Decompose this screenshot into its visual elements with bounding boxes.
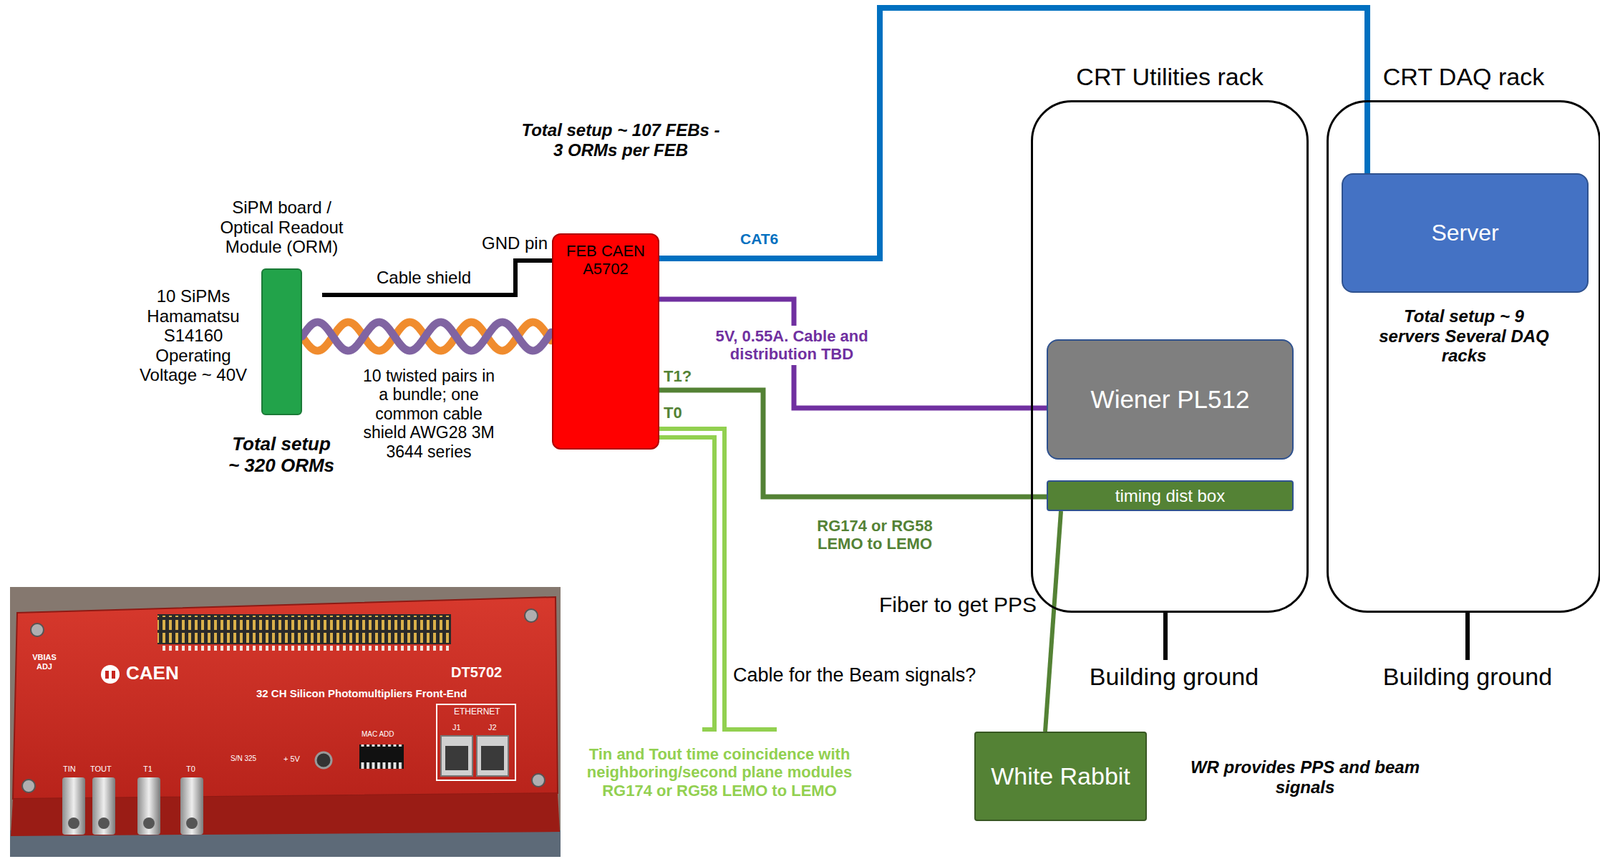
dip-levers — [359, 744, 404, 769]
cable-label: RG174 or RG58 LEMO to LEMO — [803, 516, 947, 554]
cable-label: 5V, 0.55A. Cable and distribution TBD — [677, 325, 907, 366]
ethernet-port — [476, 735, 509, 777]
screw — [22, 779, 36, 793]
box-text: Wiener PL512 — [1091, 385, 1250, 414]
lemo-socket — [98, 817, 110, 829]
sipm-board: SiPM board / Optical Readout Module (ORM… — [261, 268, 303, 416]
white-rabbit-box: White Rabbit — [974, 731, 1147, 822]
tin-tout-cable — [659, 437, 715, 730]
cable-label: CAT6 — [740, 230, 779, 248]
timing-box: timing dist box — [1046, 480, 1294, 512]
box-text: Server — [1431, 219, 1499, 247]
purple-wire — [302, 322, 552, 351]
power-connector — [315, 752, 332, 769]
heading-text: SiPM board / Optical Readout Module (ORM… — [214, 197, 351, 258]
connector-label: TOUT — [90, 764, 112, 774]
model-label: DT5702 — [451, 664, 502, 681]
cable-label: Fiber to get PPS — [879, 592, 1037, 618]
box-text: FEB CAEN A5702 — [556, 241, 655, 279]
lemo-connector — [137, 777, 161, 835]
ground-label: Building ground — [1383, 662, 1553, 691]
connector-label: T0 — [186, 764, 196, 774]
cable-line — [659, 7, 1368, 259]
brand-label: CAEN — [125, 662, 179, 685]
ground-line — [1465, 612, 1470, 661]
connector-label: TIN — [62, 764, 76, 774]
cable-connector — [659, 390, 1047, 497]
lemo-connector — [92, 777, 116, 835]
signal-name: T0 — [663, 403, 683, 422]
screw — [30, 623, 44, 637]
ground-label: Building ground — [1089, 662, 1259, 691]
module-top-plate — [12, 597, 558, 799]
ethernet-port — [440, 735, 473, 777]
serial-label: S/N 325 — [230, 754, 257, 764]
cable-label: Cable shield — [376, 267, 472, 288]
lemo-socket — [68, 817, 80, 829]
screw — [524, 609, 538, 623]
cable-connector — [1045, 511, 1061, 732]
screw — [531, 773, 545, 787]
logo-circle — [100, 665, 120, 684]
logo-mark — [111, 670, 116, 679]
pin-marks — [158, 645, 450, 655]
feb-box: FEB CAEN A5702 — [551, 233, 660, 450]
twisted-pair-cable — [302, 322, 552, 351]
panel-label: MAC ADD — [361, 730, 395, 739]
lemo-socket — [186, 817, 198, 829]
cable-note: Cable for the Beam signals? — [733, 664, 976, 687]
total-note: Total setup ~ 107 FEBs - 3 ORMs per FEB — [516, 120, 725, 160]
cable-note: 10 twisted pairs in a bundle; one common… — [357, 366, 501, 462]
box-text: White Rabbit — [990, 762, 1131, 791]
cable-note: Tin and Tout time coincidence with neigh… — [576, 745, 863, 800]
panel-label: + 5V — [283, 754, 300, 764]
pin-header — [157, 615, 452, 643]
box-text: timing dist box — [1115, 486, 1225, 507]
cable-line — [659, 390, 1047, 497]
port-label: J1 — [452, 723, 462, 733]
photo-background — [10, 587, 561, 857]
lemo-socket — [143, 817, 155, 829]
total-note: Total setup ~ 9 servers Several DAQ rack… — [1374, 306, 1554, 366]
panel-label: 32 CH Silicon Photomultipliers Front-End — [256, 687, 467, 700]
ethernet-socket — [445, 745, 469, 771]
ground-line — [1163, 612, 1168, 661]
wr-note: WR provides PPS and beam signals — [1183, 757, 1427, 797]
cable-connector — [659, 7, 1368, 259]
panel-label: ETHERNET — [453, 707, 501, 718]
power-supply-box: Wiener PL512 — [1046, 339, 1294, 460]
lemo-connector — [180, 777, 204, 835]
total-note: Total setup ~ 320 ORMs — [226, 433, 338, 477]
logo-mark — [105, 670, 109, 679]
cable-shield-wire — [322, 260, 552, 295]
ethernet-outline — [436, 704, 516, 781]
lemo-connector — [62, 777, 86, 835]
connector-label: T1 — [143, 764, 153, 774]
sipm-note: 10 SiPMs Hamamatsu S14160 Operating Volt… — [136, 286, 251, 386]
cable-line — [1045, 511, 1061, 732]
dip-switch — [359, 744, 404, 769]
server-box: Server — [1341, 173, 1589, 293]
ethernet-socket — [481, 745, 504, 771]
heading-text: CRT DAQ rack — [1383, 62, 1545, 91]
pin-label: GND pin — [481, 233, 548, 254]
rack-outline: CRT Utilities rackWiener PL512timing dis… — [1030, 100, 1309, 613]
signal-name: T1? — [663, 367, 692, 386]
port-label: J2 — [488, 723, 497, 733]
heading-text: CRT Utilities rack — [1075, 62, 1263, 91]
orange-wire — [302, 322, 552, 351]
pin-header-base — [157, 614, 452, 645]
panel-label: VBIAS ADJ — [26, 652, 63, 671]
